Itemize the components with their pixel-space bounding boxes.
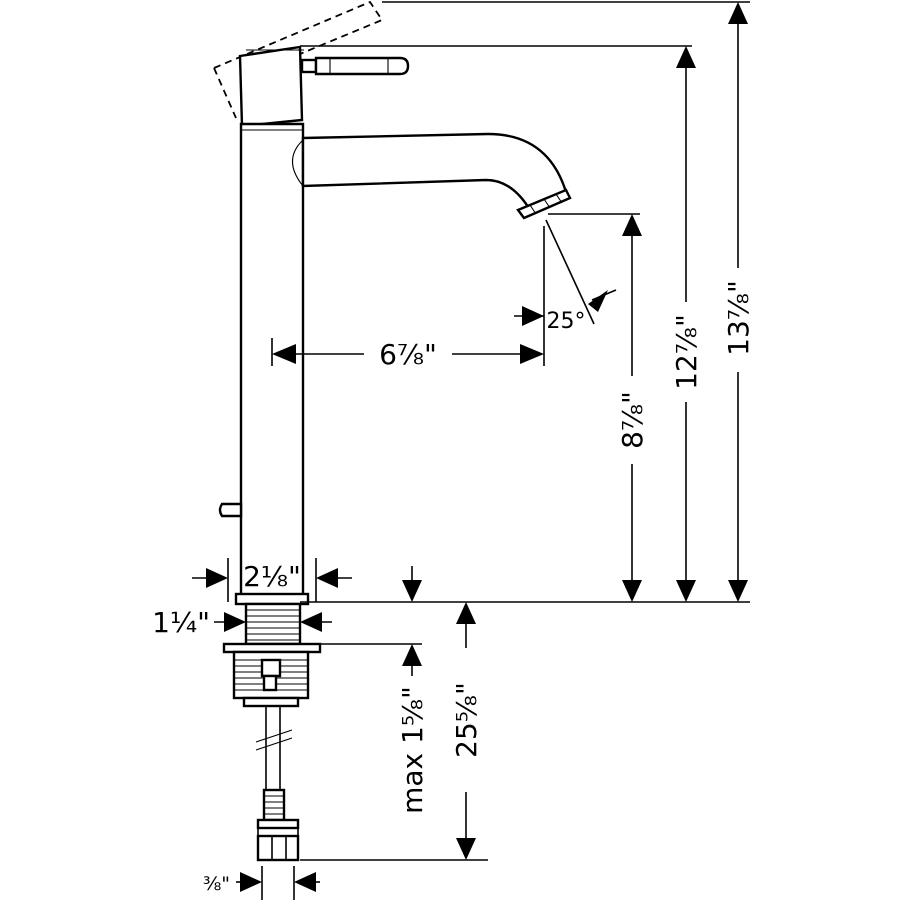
lever-open-position-outline <box>213 0 384 119</box>
spray-angle-line <box>545 219 595 325</box>
spout-joint <box>291 139 304 187</box>
mounting-assembly <box>222 602 322 862</box>
spout <box>301 132 568 212</box>
aerator <box>516 188 572 220</box>
supply-hose <box>255 706 300 862</box>
spout-angle-label: 25° <box>547 309 586 334</box>
max-counter-thickness-label: max 1⅝" <box>396 686 429 814</box>
popup-rod <box>218 502 243 518</box>
hose-length-label: 25⅝" <box>450 682 483 758</box>
base-ring <box>234 592 310 606</box>
lever-handle <box>300 56 410 76</box>
lower-sleeve <box>242 696 300 708</box>
base-diameter-label: 2⅛" <box>243 560 301 593</box>
spout-reach-label: 6⅞" <box>379 338 437 371</box>
spout-height-label: 8⅞" <box>616 391 649 449</box>
connection-nut <box>256 818 300 830</box>
connection-size-label: ⅜" <box>203 873 230 895</box>
total-height-label: 13⅞" <box>722 280 755 356</box>
handle-housing <box>238 45 304 128</box>
threaded-shank <box>244 602 302 646</box>
washer <box>222 642 322 654</box>
faucet <box>213 0 572 606</box>
shank-diameter-label: 1¼" <box>152 606 210 639</box>
dimension-lines <box>192 1 750 900</box>
dimension-labels: 13⅞" 12⅞" 8⅞" 6⅞" 25° 2⅛" 1¼" max 1⅝" 25… <box>152 280 755 895</box>
lever-height-label: 12⅞" <box>670 314 703 390</box>
